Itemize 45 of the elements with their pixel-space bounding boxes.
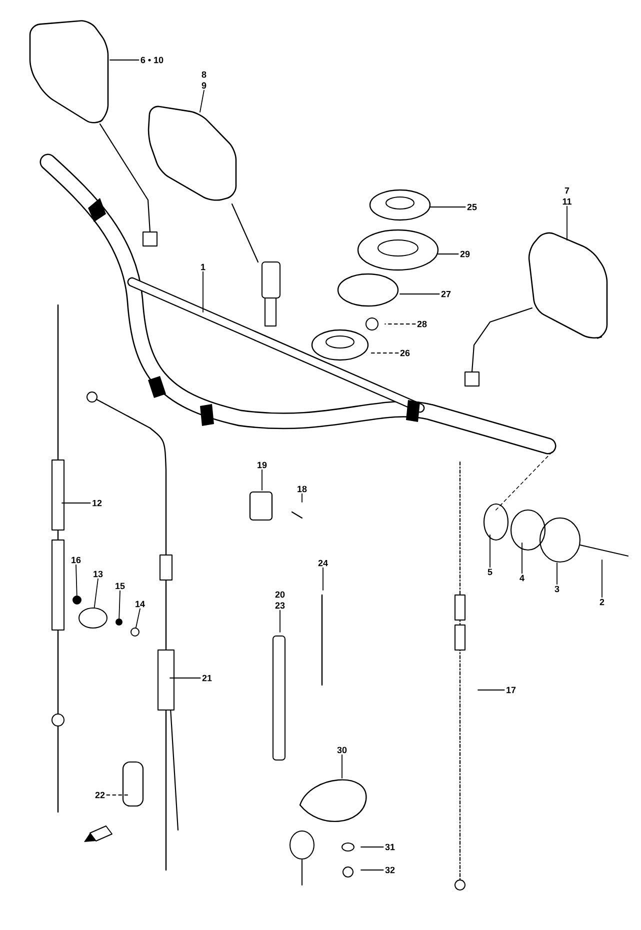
callout-number: 29 xyxy=(460,250,470,258)
callout-number: 8 9 xyxy=(202,71,206,89)
callout-number: 14 xyxy=(136,600,145,608)
callout-number: 25 xyxy=(467,204,477,210)
callout-number: 19 xyxy=(258,462,267,468)
leader-line xyxy=(322,567,324,590)
leader-line xyxy=(566,206,568,240)
callout-number: 6 • 10 xyxy=(140,56,164,64)
callout-number: 1 xyxy=(201,264,206,270)
callout-number: 5 xyxy=(488,568,492,576)
callout-number: 31 xyxy=(385,844,395,850)
part-circle xyxy=(72,596,82,604)
part-circle xyxy=(130,628,140,636)
callout-number: 12 xyxy=(92,500,102,506)
leader-line xyxy=(370,352,399,354)
callout-number: 17 xyxy=(506,686,516,694)
callout-number: 2 xyxy=(600,598,604,606)
callout-number: 3 xyxy=(554,586,560,592)
leader-line xyxy=(556,562,558,585)
callout-number: 26 xyxy=(400,350,410,356)
leader-line xyxy=(360,846,384,848)
callout-number: 27 xyxy=(441,290,451,298)
callout-number: 21 xyxy=(202,674,212,682)
callout-number: 7 11 xyxy=(562,187,572,205)
leader-line xyxy=(202,271,204,312)
leader-line xyxy=(94,578,98,608)
callout-number: 28 xyxy=(417,320,427,328)
leader-line xyxy=(76,564,78,596)
callout-number: 18 xyxy=(298,486,307,492)
callout-number: 32 xyxy=(385,866,395,874)
callout-number: 30 xyxy=(337,746,347,754)
leader-line xyxy=(430,206,466,208)
leader-line xyxy=(118,590,120,619)
callout-number: 24 xyxy=(318,560,328,566)
leader-line xyxy=(136,608,140,628)
callout-number: 20 23 xyxy=(275,591,285,609)
leader-line xyxy=(200,90,204,112)
clamp-outline xyxy=(78,608,108,628)
leader-line xyxy=(106,794,128,796)
callout-number: 13 xyxy=(94,570,103,578)
leader-line xyxy=(62,502,91,504)
callout-number: 22 xyxy=(95,792,105,798)
callout-number: 16 xyxy=(72,556,81,564)
callout-number: 15 xyxy=(116,582,125,590)
callout-number: 4 xyxy=(520,574,524,582)
